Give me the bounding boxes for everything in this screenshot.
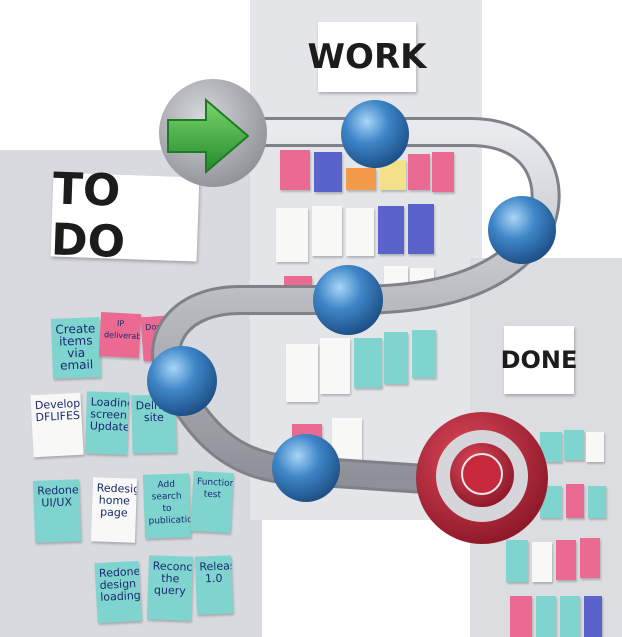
sticky-note <box>584 596 602 637</box>
sticky-note <box>412 330 436 378</box>
sticky-note <box>408 154 430 190</box>
sticky-note <box>314 152 342 192</box>
sticky-note <box>532 542 552 582</box>
sticky-note <box>564 430 584 460</box>
waypoint-marker <box>272 434 340 502</box>
sticky-note <box>560 596 580 637</box>
waypoint-marker <box>313 265 383 335</box>
arrow-right-icon <box>167 97 250 175</box>
sticky-note <box>280 150 310 190</box>
waypoint-marker <box>147 346 217 416</box>
sticky-note <box>506 540 528 582</box>
start-node <box>159 79 267 187</box>
sticky-note <box>566 484 584 518</box>
sticky-note <box>586 432 604 462</box>
work-label: WORK <box>308 22 426 92</box>
waypoint-marker <box>488 196 556 264</box>
sticky-note <box>378 206 404 254</box>
sticky-note <box>510 596 532 637</box>
sticky-note <box>536 596 556 637</box>
waypoint-marker <box>341 100 409 168</box>
sticky-note <box>384 332 408 384</box>
sticky-note <box>276 208 308 262</box>
sticky-note <box>556 540 576 580</box>
sticky-note <box>320 338 350 394</box>
sticky-note <box>312 206 342 256</box>
sticky-note <box>346 168 376 190</box>
sticky-note <box>408 204 434 254</box>
sticky-note <box>588 486 606 518</box>
sticky-note <box>540 432 562 462</box>
target-icon <box>416 412 548 544</box>
sticky-note <box>286 344 318 402</box>
sticky-note <box>346 208 374 256</box>
sticky-note <box>354 338 382 388</box>
sticky-note <box>580 538 600 578</box>
done-label: DONE <box>501 326 577 394</box>
sticky-note <box>432 152 454 192</box>
